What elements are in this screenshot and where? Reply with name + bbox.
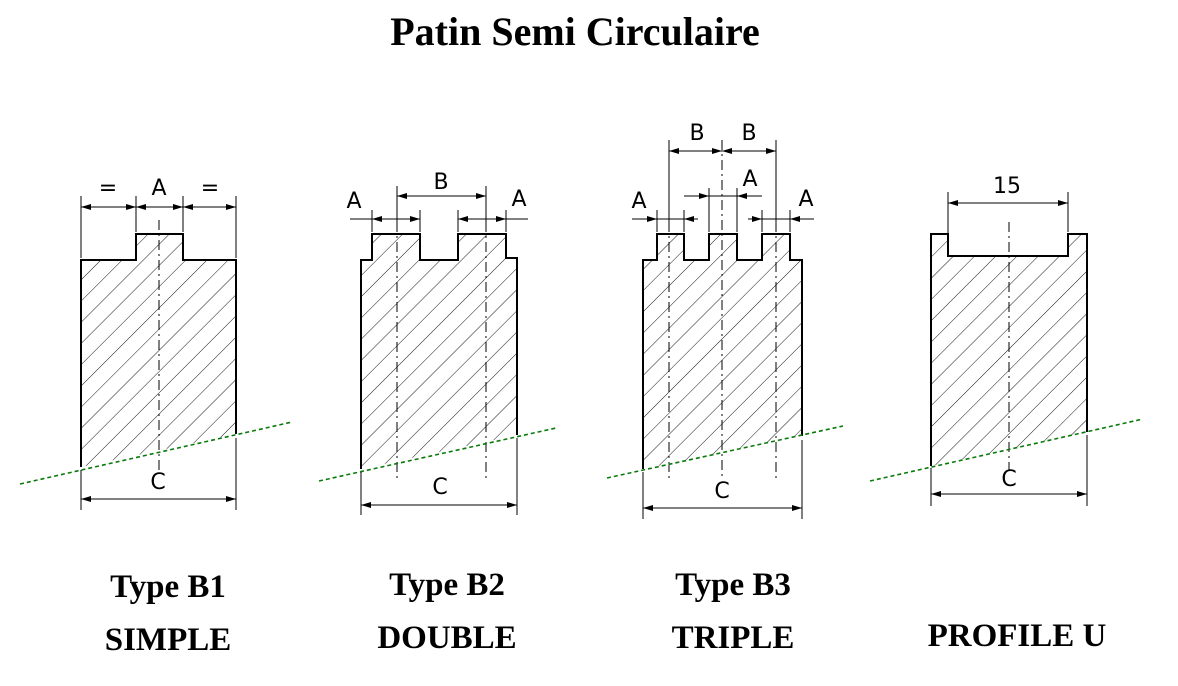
arrowhead [737,193,747,199]
profile-name-label: TRIPLE [672,620,795,656]
arrowhead [684,216,694,222]
arrowhead [361,502,371,508]
arrowhead [722,148,732,154]
arrowhead [699,193,709,199]
arrowhead [948,200,958,206]
dim-label-c: C [714,479,729,504]
dim-label-c: C [1001,467,1016,492]
arrowhead [790,216,800,222]
arrowhead [669,148,679,154]
profile-name-label: DOUBLE [377,620,516,656]
arrowhead [81,204,91,210]
arrowhead [173,204,183,210]
profile-type-label: Type B1 [110,569,226,605]
profile-b1-simple: = A = C Type B1 SIMPLE [19,176,293,658]
arrowhead [766,148,776,154]
dim-label-a: A [151,176,166,201]
dim-label-c: C [432,475,447,500]
arrowhead [752,216,762,222]
page-title: Patin Semi Circulaire [390,9,760,54]
profile-name-label: SIMPLE [105,622,232,658]
arrowhead [226,496,236,502]
dim-label-b-left: B [689,121,704,146]
arrowhead [81,496,91,502]
profile-outline [360,233,518,469]
dim-label-equal-left: = [99,176,117,201]
arrowhead [507,502,517,508]
profile-b2-double: B A A C Type B2 DOUBLE [318,170,557,656]
arrowhead [458,216,468,222]
arrowhead [1077,491,1087,497]
hatch-fill [931,234,1087,466]
arrowhead [397,193,407,199]
arrowhead [372,216,382,222]
dim-label-equal-right: = [201,176,219,201]
arrowhead [1058,200,1068,206]
arrowhead [476,193,486,199]
arrowhead [647,216,657,222]
arrowhead [496,216,506,222]
dim-label-a-right: A [798,187,813,212]
dim-label-a-mid: A [742,167,757,192]
profile-type-label: Type B2 [389,567,505,603]
break-line [869,418,1144,482]
arrowhead [226,204,236,210]
profile-outline [930,233,1088,466]
profile-u: 15 C PROFILE U [869,174,1144,654]
arrowhead [136,204,146,210]
arrowhead [183,204,193,210]
arrowhead [410,216,420,222]
profile-type-label: Type B3 [675,567,791,603]
dim-label-b-right: B [741,121,756,146]
profile-b3-triple: B B A A A C Type B3 TRIPLE [606,121,844,656]
dim-label-a-left: A [346,189,361,214]
break-line [318,427,557,482]
break-line [606,425,844,479]
arrowhead [792,505,802,511]
arrowhead [931,491,941,497]
dim-label-a-left: A [631,189,646,214]
dim-label-a-right: A [511,187,526,212]
arrowhead [126,204,136,210]
break-line [19,421,293,485]
profile-name-label: PROFILE U [928,618,1107,654]
hatch-fill [361,234,517,469]
arrowhead [712,148,722,154]
arrowhead [643,505,653,511]
dim-label-b: B [433,170,448,195]
dim-label-c: C [150,470,165,495]
profile-outline [642,233,803,469]
dim-label-width: 15 [993,174,1021,199]
